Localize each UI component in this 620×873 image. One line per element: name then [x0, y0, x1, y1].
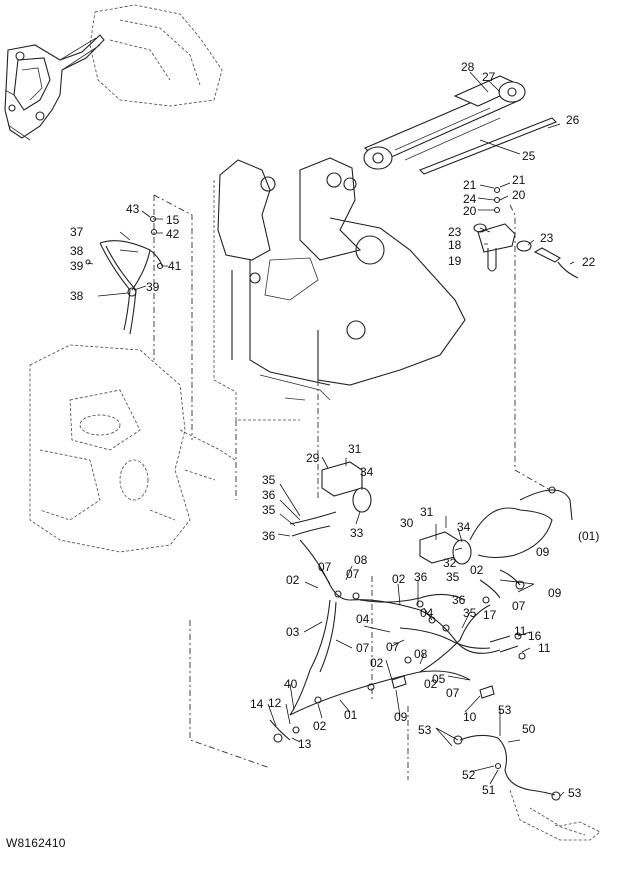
callout-23: 23: [448, 225, 462, 239]
callout-10: 10: [463, 710, 477, 724]
callout-31: 31: [348, 442, 362, 456]
callout-42: 42: [166, 227, 180, 241]
callout-36: 36: [452, 593, 466, 607]
callout-29: 29: [306, 451, 320, 465]
callout-02: 02: [313, 719, 327, 733]
callout-35: 35: [446, 570, 460, 584]
callout-04: 04: [420, 606, 434, 620]
callout-32: 32: [443, 556, 457, 570]
callout-18: 18: [448, 238, 462, 252]
callout-19: 19: [448, 254, 462, 268]
sensor-bracket-18: [473, 186, 579, 491]
callout-38: 38: [70, 244, 84, 258]
callout-labels: 28 27 26 25 21 21 24 20 20 23 23 18 19 2…: [70, 60, 599, 800]
callout-11: 11: [514, 624, 527, 638]
callout-35: 35: [262, 503, 276, 517]
callout-35: 35: [262, 473, 276, 487]
callout-07: 07: [318, 560, 332, 574]
callout-07: 07: [512, 599, 526, 613]
callout-24: 24: [463, 192, 477, 206]
callout-02: 02: [424, 677, 438, 691]
sensor-harness-50: [453, 734, 601, 841]
callout-26: 26: [566, 113, 580, 127]
callout-04: 04: [356, 612, 370, 626]
callout-09: 09: [536, 545, 550, 559]
callout-53: 53: [498, 703, 512, 717]
callout-07: 07: [386, 640, 400, 654]
callout-51: 51: [482, 783, 496, 797]
callout-37: 37: [70, 225, 84, 239]
machine-body-background: [29, 344, 236, 553]
leader-lines: [87, 71, 575, 797]
callout-20: 20: [512, 188, 526, 202]
callout-01-ref: (01): [578, 529, 599, 543]
callout-30: 30: [400, 516, 414, 530]
callout-27: 27: [482, 70, 496, 84]
callout-05: 05: [432, 672, 446, 686]
callout-53: 53: [418, 723, 432, 737]
callout-43: 43: [126, 202, 140, 216]
callout-13: 13: [298, 737, 312, 751]
callout-09: 09: [548, 586, 562, 600]
callout-16: 16: [528, 629, 542, 643]
callout-52: 52: [462, 768, 476, 782]
callout-02: 02: [286, 573, 300, 587]
callout-39: 39: [70, 259, 84, 273]
callout-07: 07: [356, 641, 370, 655]
sensor-module-29: [289, 461, 372, 537]
callout-39: 39: [146, 280, 160, 294]
callout-36: 36: [262, 488, 276, 502]
callout-21: 21: [463, 178, 477, 192]
callout-23: 23: [540, 231, 554, 245]
callout-22: 22: [582, 255, 596, 269]
callout-35: 35: [463, 606, 477, 620]
callout-15: 15: [166, 213, 180, 227]
callout-28: 28: [461, 60, 475, 74]
callout-14: 14: [250, 697, 264, 711]
callout-38: 38: [70, 289, 84, 303]
callout-02: 02: [370, 656, 384, 670]
machine-overview-inset: [4, 4, 223, 141]
callout-50: 50: [522, 722, 536, 736]
callout-25: 25: [522, 149, 536, 163]
callout-08: 08: [414, 647, 428, 661]
callout-02: 02: [470, 563, 484, 577]
figure-id: W8162410: [6, 836, 66, 850]
lift-cylinder: [363, 75, 557, 175]
callout-01: 01: [344, 708, 358, 722]
callout-36: 36: [262, 529, 276, 543]
callout-20: 20: [463, 204, 477, 218]
callout-33: 33: [350, 526, 364, 540]
callout-08: 08: [354, 553, 368, 567]
callout-31: 31: [420, 505, 434, 519]
callout-34: 34: [457, 520, 471, 534]
callout-03: 03: [286, 625, 300, 639]
callout-21: 21: [512, 173, 526, 187]
callout-07: 07: [346, 567, 360, 581]
loader-frame: [213, 157, 466, 500]
main-wiring-harness: [189, 539, 526, 780]
callout-34: 34: [360, 465, 374, 479]
callout-02: 02: [392, 572, 406, 586]
callout-09: 09: [394, 710, 408, 724]
callout-12: 12: [268, 696, 282, 710]
callout-07: 07: [446, 686, 460, 700]
callout-11: 11: [538, 641, 551, 655]
sensor-module-30: [419, 486, 573, 565]
callout-17: 17: [483, 608, 497, 622]
callout-36: 36: [414, 570, 428, 584]
callout-53: 53: [568, 786, 582, 800]
callout-40: 40: [284, 677, 298, 691]
callout-41: 41: [168, 259, 182, 273]
